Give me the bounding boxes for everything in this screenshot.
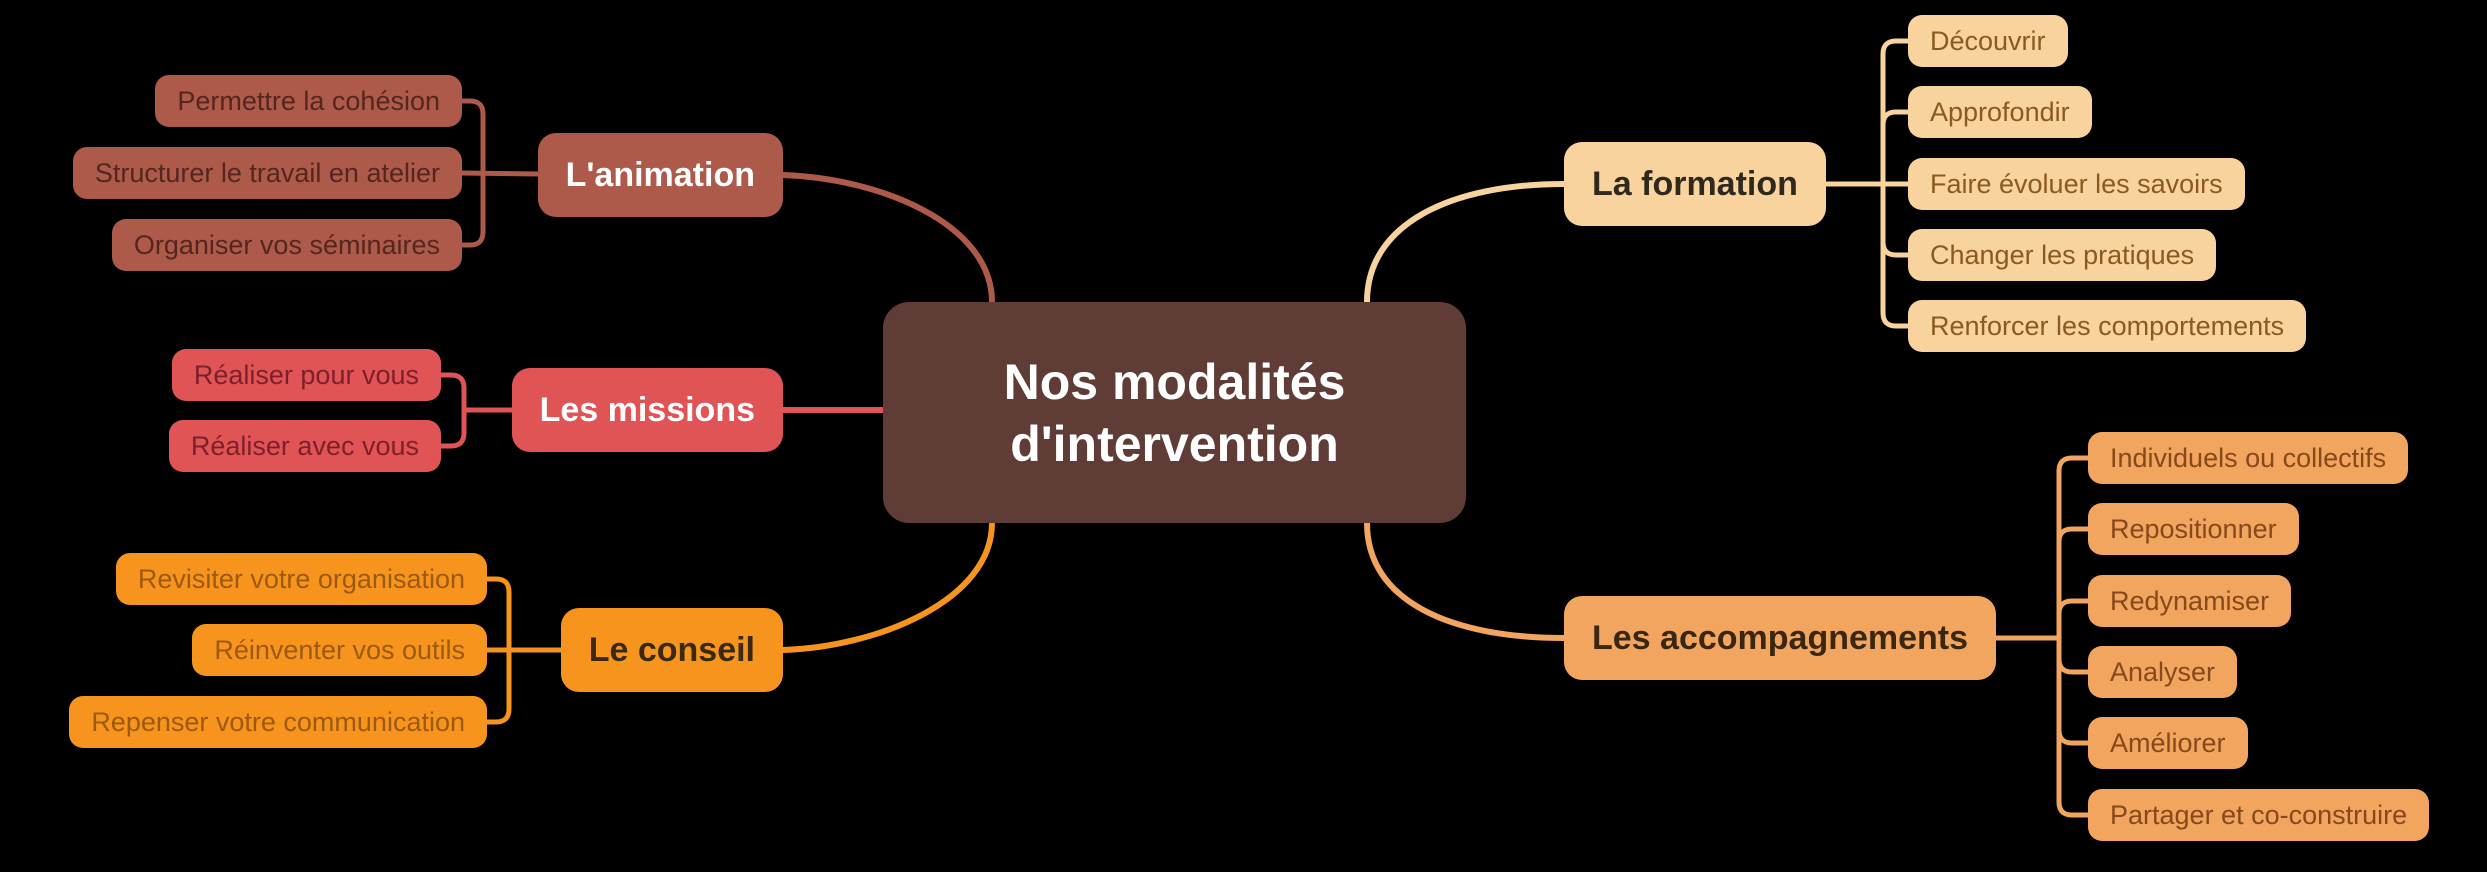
conseil-child-0: Revisiter votre organisation — [115, 553, 487, 605]
accompagnements-child-1-label: Repositionner — [2110, 513, 2277, 544]
connector-formation-child-3 — [1880, 181, 1911, 258]
formation-child-2: Faire évoluer les savoirs — [1908, 158, 2245, 210]
formation-child-3: Changer les pratiques — [1908, 229, 2217, 281]
formation-child-0-label: Découvrir — [1930, 25, 2046, 56]
formation-child-2-label: Faire évoluer les savoirs — [1930, 168, 2223, 199]
connector-animation-child-0 — [459, 98, 486, 177]
branch-accompagnements-label: Les accompagnements — [1592, 618, 1969, 657]
branch-missions-label: Les missions — [539, 390, 755, 429]
formation-child-1: Approfondir — [1908, 86, 2092, 138]
formation-child-4: Renforcer les comportements — [1908, 300, 2307, 352]
connector-conseil-child-2 — [484, 647, 512, 725]
accompagnements-child-2: Redynamiser — [2088, 575, 2292, 627]
formation-child-1-label: Approfondir — [1930, 96, 2070, 127]
formation-child-3-label: Changer les pratiques — [1930, 239, 2195, 270]
connector-formation-child-1 — [1880, 109, 1911, 187]
conseil-child-2: Repenser votre communication — [69, 696, 487, 748]
branch-animation-label: L'animation — [565, 155, 755, 194]
connector-main-accompagnements — [1364, 520, 1567, 641]
accompagnements-child-5-label: Partager et co-construire — [2110, 799, 2408, 830]
connector-animation-child-2 — [459, 171, 486, 248]
connector-accomp-child-5 — [2056, 635, 2091, 818]
accompagnements-child-3-label: Analyser — [2110, 656, 2216, 687]
accompagnements-child-5: Partager et co-construire — [2088, 789, 2430, 841]
central-title-line-2: d'intervention — [1010, 415, 1339, 472]
animation-child-0: Permettre la cohésion — [155, 75, 462, 127]
connector-main-conseil — [780, 520, 995, 653]
formation-child-4-label: Renforcer les comportements — [1930, 310, 2285, 341]
branch-formation: La formation — [1564, 142, 1826, 226]
branch-accompagnements: Les accompagnements — [1564, 596, 1997, 680]
branch-conseil-label: Le conseil — [588, 630, 755, 669]
connector-formation-child-4 — [1880, 181, 1911, 329]
accompagnements-child-0-label: Individuels ou collectifs — [2110, 442, 2387, 473]
missions-child-1-label: Réaliser avec vous — [190, 430, 419, 461]
missions-child-0-label: Réaliser pour vous — [193, 359, 419, 390]
connector-main-animation — [780, 172, 995, 305]
central-title-line-1: Nos modalités — [1003, 353, 1346, 410]
connector-accomp-child-3 — [2056, 635, 2091, 675]
connector-missions-child-1 — [438, 407, 467, 449]
animation-child-0-label: Permettre la cohésion — [177, 85, 440, 116]
branch-animation: L'animation — [537, 133, 783, 217]
connector-accomp-child-0 — [2056, 455, 2091, 641]
accompagnements-child-4-label: Améliorer — [2110, 727, 2226, 758]
animation-child-1-label: Structurer le travail en atelier — [94, 157, 440, 188]
conseil-child-2-label: Repenser votre communication — [91, 706, 465, 737]
conseil-child-1-label: Réinventer vos outils — [214, 634, 465, 665]
branch-conseil: Le conseil — [560, 608, 783, 692]
connector-formation-child-0 — [1880, 38, 1911, 187]
connector-accomp-child-1 — [2056, 526, 2091, 641]
branch-formation-label: La formation — [1592, 164, 1798, 203]
animation-child-2: Organiser vos séminaires — [111, 219, 462, 271]
missions-child-1: Réaliser avec vous — [168, 420, 441, 472]
connector-main-formation — [1364, 181, 1567, 305]
connector-accomp-child-2 — [2056, 598, 2091, 641]
connector-animation-child-1 — [459, 170, 543, 177]
branch-missions: Les missions — [511, 368, 783, 452]
central-node: Nos modalités d'intervention — [883, 302, 1466, 523]
conseil-child-1: Réinventer vos outils — [192, 624, 487, 676]
connector-conseil-child-0 — [484, 576, 512, 653]
conseil-child-0-label: Revisiter votre organisation — [137, 563, 465, 594]
accompagnements-child-0: Individuels ou collectifs — [2088, 432, 2409, 484]
animation-child-1: Structurer le travail en atelier — [72, 147, 462, 199]
accompagnements-child-1: Repositionner — [2088, 503, 2299, 555]
connector-accomp-child-4 — [2056, 635, 2091, 746]
accompagnements-child-3: Analyser — [2088, 646, 2238, 698]
missions-child-0: Réaliser pour vous — [171, 349, 441, 401]
accompagnements-child-4: Améliorer — [2088, 717, 2248, 769]
accompagnements-child-2-label: Redynamiser — [2110, 585, 2270, 616]
formation-child-0: Découvrir — [1908, 15, 2068, 67]
connector-missions-child-0 — [438, 372, 467, 413]
animation-child-2-label: Organiser vos séminaires — [133, 229, 440, 260]
